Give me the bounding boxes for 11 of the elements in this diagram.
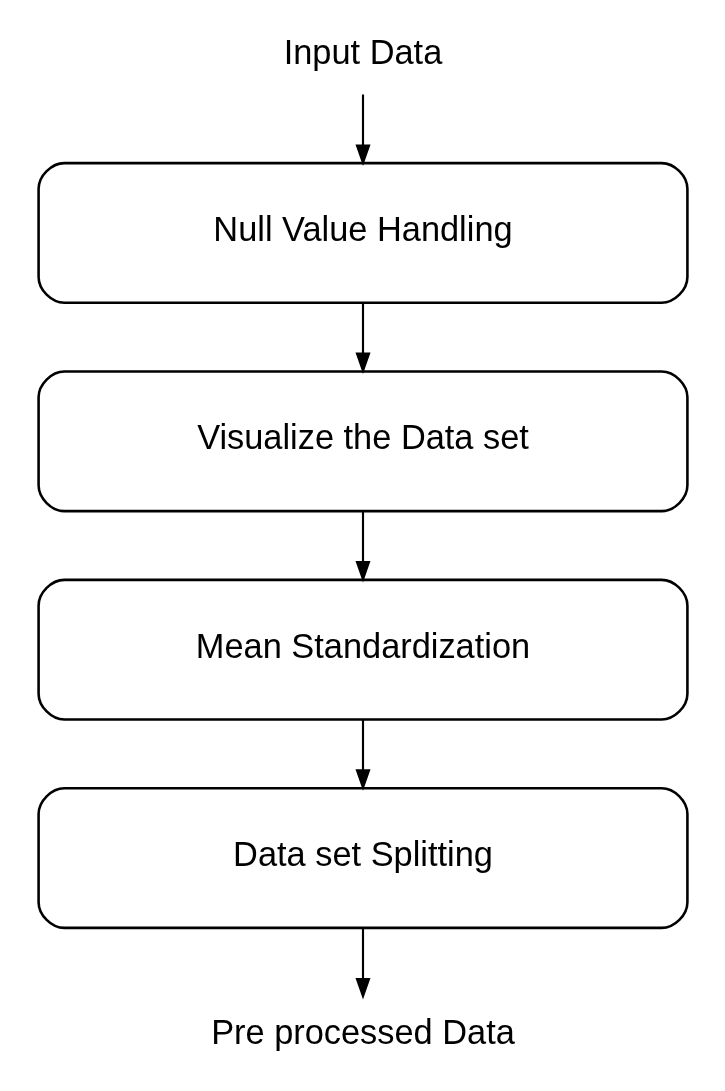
- arrow: [354, 303, 371, 375]
- node-text: Pre processed Data: [210, 1012, 515, 1051]
- arrow: [354, 94, 371, 166]
- node-box: Mean Standardization: [36, 578, 689, 721]
- node-box: Visualize the Data set: [36, 370, 689, 513]
- node-box: Data set Splitting: [36, 787, 689, 930]
- arrow: [354, 719, 371, 791]
- arrow: [354, 511, 371, 583]
- node-text: Input Data: [283, 32, 442, 71]
- node-box: Null Value Handling: [36, 161, 689, 305]
- arrow: [354, 928, 371, 1000]
